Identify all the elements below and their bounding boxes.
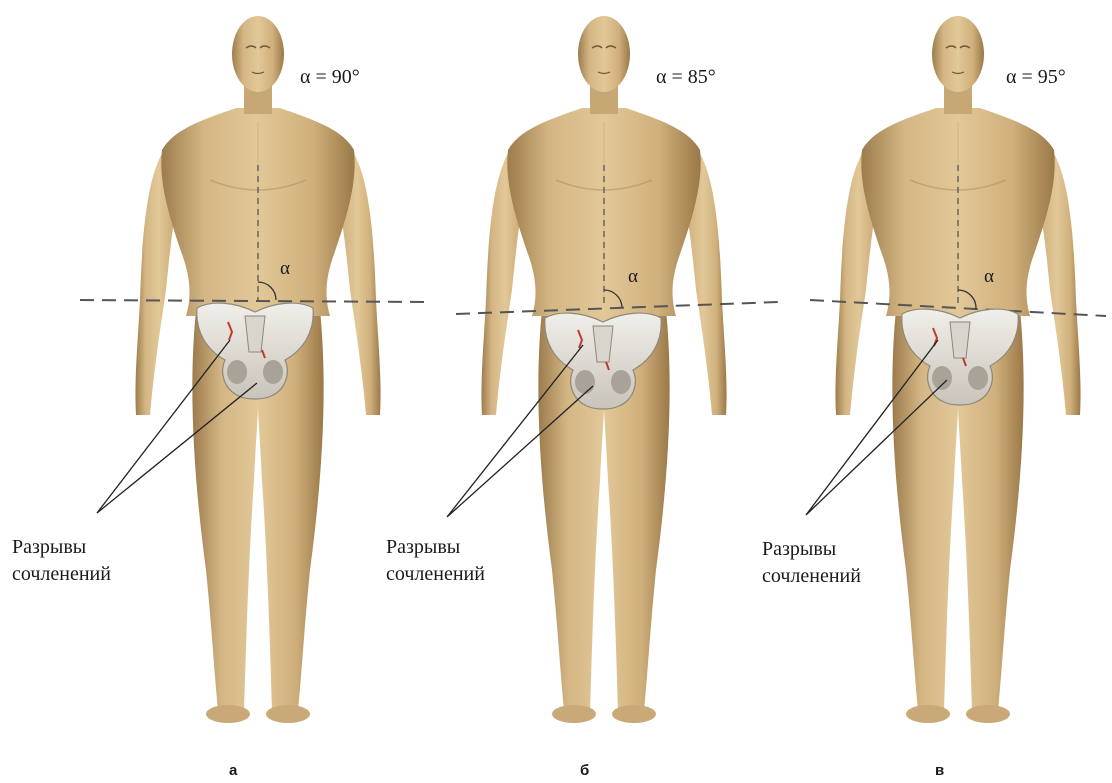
alpha-symbol-a: α: [280, 258, 290, 280]
callout-line1-b: Разрывы: [386, 534, 485, 561]
callout-label-c: Разрывы сочленений: [762, 536, 861, 590]
panel-letter-a: а: [229, 762, 237, 779]
callout-line1-a: Разрывы: [12, 534, 111, 561]
callout-label-b: Разрывы сочленений: [386, 534, 485, 588]
callout-line2-a: сочленений: [12, 561, 111, 588]
alpha-symbol-c: α: [984, 266, 994, 288]
panel-b: [447, 16, 778, 723]
angle-label-a: α = 90°: [300, 66, 360, 89]
panel-letter-c: в: [935, 762, 944, 779]
panel-c: [806, 16, 1106, 723]
callout-label-a: Разрывы сочленений: [12, 534, 111, 588]
callout-line2-c: сочленений: [762, 563, 861, 590]
callout-line2-b: сочленений: [386, 561, 485, 588]
panel-a: [80, 16, 432, 723]
angle-label-b: α = 85°: [656, 66, 716, 89]
callout-line1-c: Разрывы: [762, 536, 861, 563]
angle-label-c: α = 95°: [1006, 66, 1066, 89]
panel-letter-b: б: [580, 762, 589, 779]
alpha-symbol-b: α: [628, 266, 638, 288]
